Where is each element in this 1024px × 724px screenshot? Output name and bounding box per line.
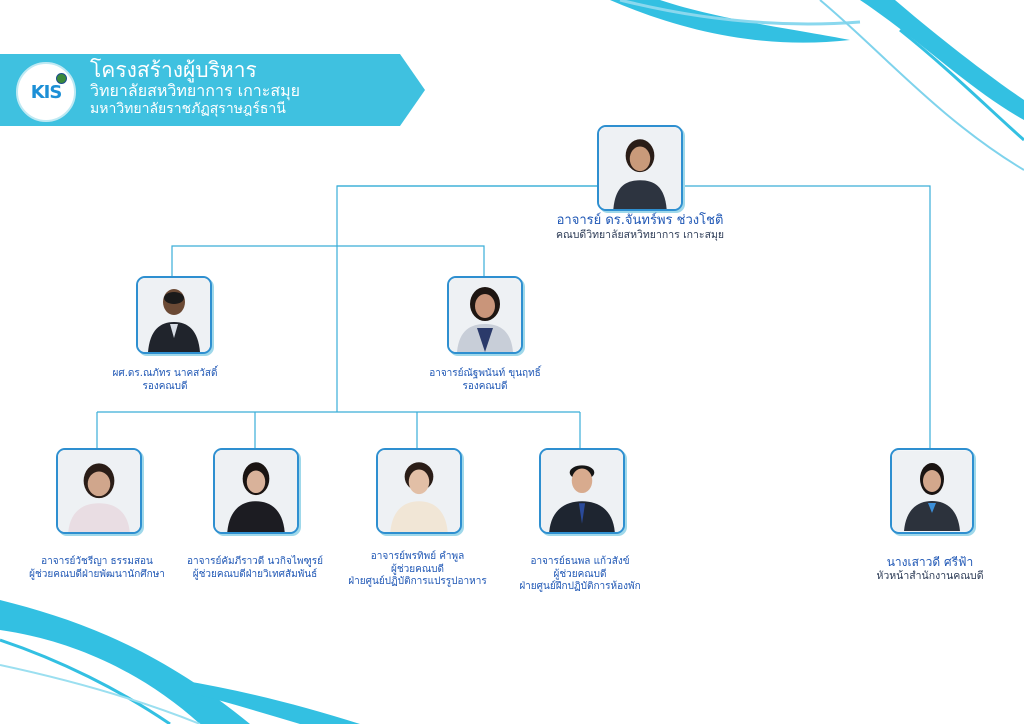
assistant-dean-1-photo (56, 448, 142, 534)
office-head-photo (890, 448, 974, 534)
vice-dean-2-name: อาจารย์ณัฐพนันท์ ขุนฤทธิ์ (429, 368, 541, 379)
office-head-caption: นางเสาวดี ศรีฟ้า หัวหน้าสำนักงานคณบดี (850, 555, 1010, 583)
assistant-dean-3-role: ผู้ช่วยคณบดี (391, 563, 444, 575)
assistant-dean-2-photo (213, 448, 299, 534)
dean-role: คณบดีวิทยาลัยสหวิทยาการ เกาะสมุย (555, 229, 725, 242)
university-name: มหาวิทยาลัยราชภัฏสุราษฎร์ธานี (90, 100, 286, 117)
assistant-dean-4-role: ผู้ช่วยคณบดี (553, 568, 607, 580)
vice-dean-2-role: รองคณบดี (462, 380, 508, 392)
assistant-dean-4-photo (539, 448, 625, 534)
assistant-dean-4-name: อาจารย์ธนพล แก้วสังข์ (530, 556, 630, 567)
vice-dean-2-photo (447, 276, 523, 354)
assistant-dean-1-name: อาจารย์วัชรีญา ธรรมสอน (41, 556, 153, 567)
vice-dean-1-name: ผศ.ดร.ณภัทร นาคสวัสดิ์ (112, 368, 218, 379)
assistant-dean-2-name: อาจารย์คัมภีราวดี นวกิจไพฑูรย์ (187, 556, 323, 567)
logo-text: KIS (30, 81, 63, 103)
assistant-dean-3-caption: อาจารย์พรทิพย์ คำพูล ผู้ช่วยคณบดี ฝ่ายศู… (330, 551, 505, 589)
dean-name: อาจารย์ ดร.จันทร์พร ช่วงโชติ (556, 213, 724, 228)
assistant-dean-1-role: ผู้ช่วยคณบดีฝ่ายพัฒนานักศึกษา (29, 568, 165, 580)
dean-photo (597, 125, 683, 211)
college-name: วิทยาลัยสหวิทยาการ เกาะสมุย (90, 81, 301, 101)
assistant-dean-2-role: ผู้ช่วยคณบดีฝ่ายวิเทศสัมพันธ์ (192, 568, 318, 580)
office-head-name: นางเสาวดี ศรีฟ้า (886, 555, 974, 569)
assistant-dean-3-division: ฝ่ายศูนย์ปฏิบัติการแปรรูปอาหาร (348, 576, 487, 587)
assistant-dean-3-name: อาจารย์พรทิพย์ คำพูล (370, 551, 465, 562)
page-title: โครงสร้างผู้บริหาร (90, 58, 257, 82)
vice-dean-1-photo (136, 276, 212, 354)
vice-dean-1-caption: ผศ.ดร.ณภัทร นาคสวัสดิ์ รองคณบดี (80, 368, 250, 393)
assistant-dean-4-caption: อาจารย์ธนพล แก้วสังข์ ผู้ช่วยคณบดี ฝ่ายศ… (495, 556, 665, 594)
office-head-role: หัวหน้าสำนักงานคณบดี (876, 570, 984, 582)
assistant-dean-1-caption: อาจารย์วัชรีญา ธรรมสอน ผู้ช่วยคณบดีฝ่ายพ… (12, 556, 182, 581)
vice-dean-1-role: รองคณบดี (142, 380, 188, 392)
assistant-dean-3-photo (376, 448, 462, 534)
vice-dean-2-caption: อาจารย์ณัฐพนันท์ ขุนฤทธิ์ รองคณบดี (400, 368, 570, 393)
assistant-dean-4-division: ฝ่ายศูนย์ฝึกปฏิบัติการห้องพัก (519, 581, 641, 592)
university-seal-icon (56, 73, 67, 84)
assistant-dean-2-caption: อาจารย์คัมภีราวดี นวกิจไพฑูรย์ ผู้ช่วยคณ… (170, 556, 340, 581)
kis-logo: KIS (16, 62, 76, 122)
header-banner: KIS โครงสร้างผู้บริหาร วิทยาลัยสหวิทยากา… (0, 54, 425, 126)
dean-caption: อาจารย์ ดร.จันทร์พร ช่วงโชติ คณบดีวิทยาล… (520, 213, 760, 242)
